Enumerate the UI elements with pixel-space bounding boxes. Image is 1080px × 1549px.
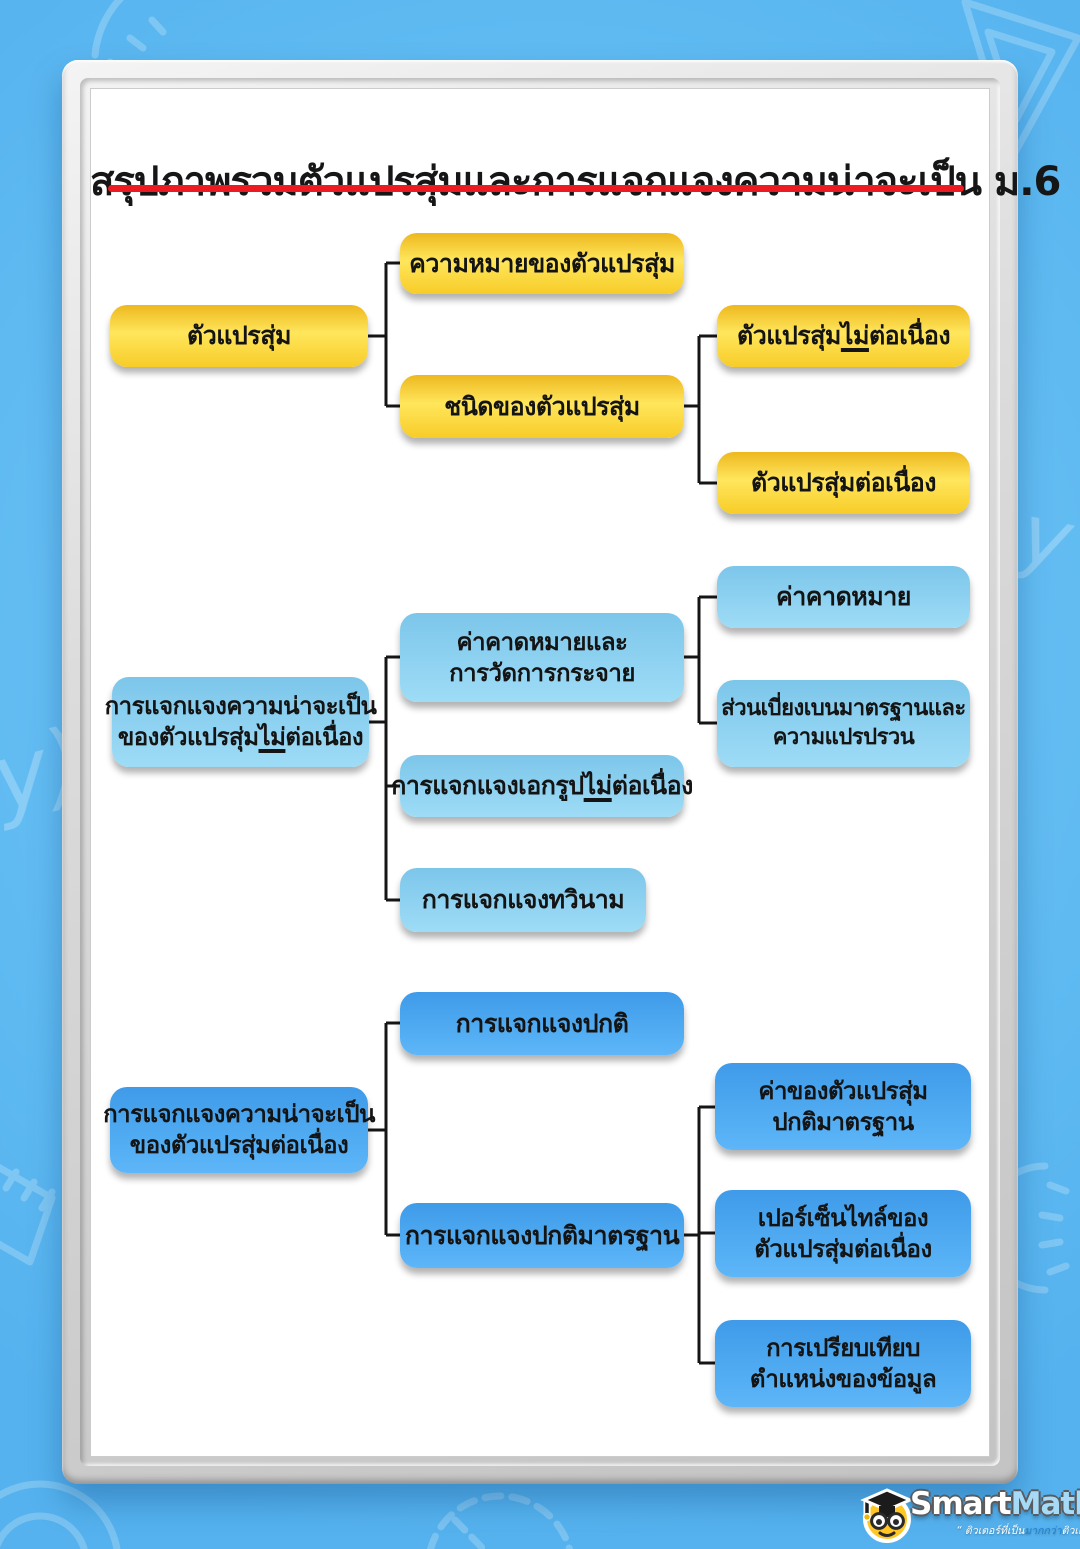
owl-graduate-icon — [860, 1488, 914, 1543]
node-meaning-of-random-variable: ความหมายของตัวแปรสุ่ม — [400, 233, 684, 294]
node-standard-normal-values: ค่าของตัวแปรสุ่ม ปกติมาตรฐาน — [715, 1063, 971, 1150]
node-continuous-random-variable: ตัวแปรสุ่มต่อเนื่อง — [717, 452, 970, 514]
node-percentile-of-continuous-rv: เปอร์เซ็นไทล์ของ ตัวแปรสุ่มต่อเนื่อง — [715, 1190, 971, 1277]
node-normal-distribution: การแจกแจงปกติ — [400, 992, 684, 1055]
logo-tagline: “ ติวเตอร์ที่เป็นมากกว่าติวเตอร์ ” — [956, 1525, 1080, 1537]
smartmathpro-logo: SmartMathPro “ ติวเตอร์ที่เป็นมากกว่าติว… — [854, 1484, 1080, 1544]
node-standard-normal-distribution: การแจกแจงปกติมาตรฐาน — [400, 1203, 684, 1268]
node-discrete-random-variable: ตัวแปรสุ่มไม่ต่อเนื่อง — [717, 305, 970, 367]
node-random-variable: ตัวแปรสุ่ม — [110, 305, 368, 367]
node-expectation-and-spread: ค่าคาดหมายและ การวัดการกระจาย — [400, 613, 684, 702]
page-title: สรุปภาพรวมตัวแปรสุ่มและการแจกแจงความน่าจ… — [90, 158, 1061, 205]
logo-wordmark: SmartMathPro — [910, 1486, 1080, 1522]
node-types-of-random-variable: ชนิดของตัวแปรสุ่ม — [400, 375, 684, 438]
title-underline — [108, 185, 964, 192]
node-comparing-data-positions: การเปรียบเทียบ ตำแหน่งของข้อมูล — [715, 1320, 971, 1407]
node-binomial-distribution: การแจกแจงทวินาม — [400, 868, 646, 932]
node-discrete-uniform-distribution: การแจกแจงเอกรูปไม่ต่อเนื่อง — [391, 755, 693, 817]
node-sd-and-variance: ส่วนเบี่ยงเบนมาตรฐานและ ความแปรปรวน — [717, 680, 970, 767]
node-discrete-distribution-root: การแจกแจงความน่าจะเป็น ของตัวแปรสุ่มไม่ต… — [105, 677, 377, 767]
node-continuous-distribution-root: การแจกแจงความน่าจะเป็น ของตัวแปรสุ่มต่อเ… — [103, 1087, 375, 1173]
node-expected-value: ค่าคาดหมาย — [717, 566, 970, 628]
